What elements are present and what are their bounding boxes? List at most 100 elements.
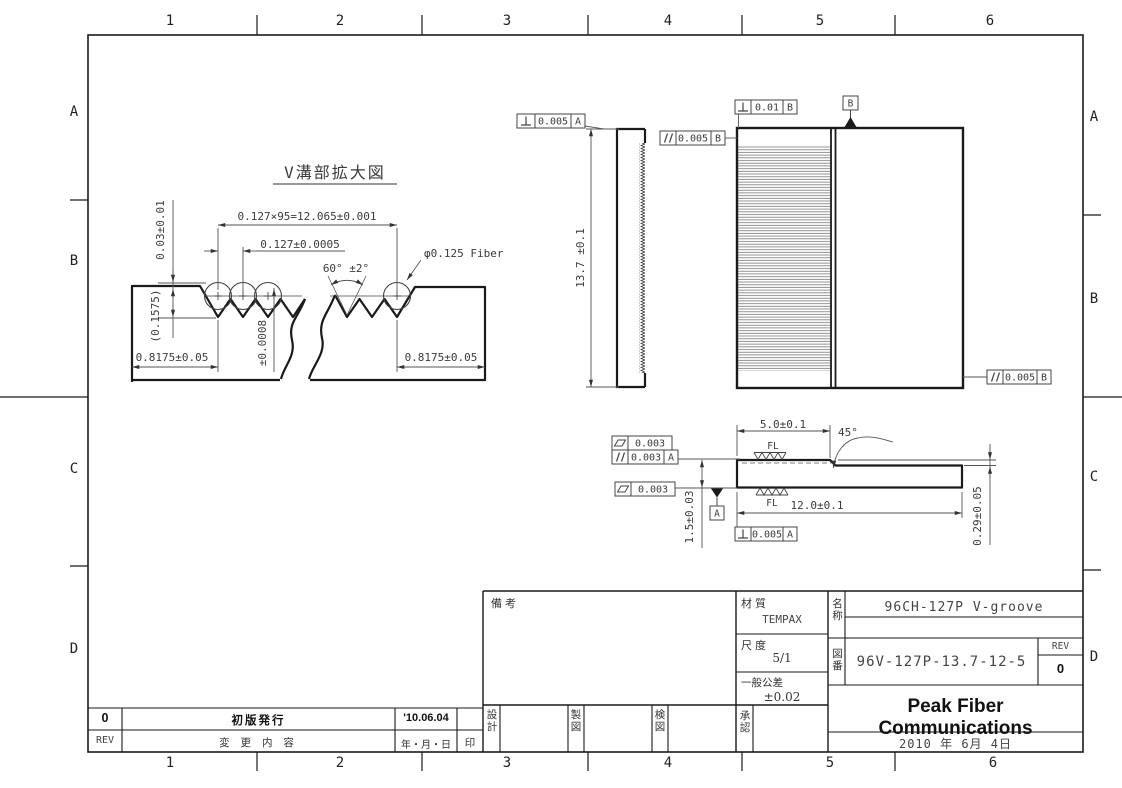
drawing-no-value: 96V-127P-13.7-12-5 (856, 654, 1027, 670)
datum-triangle-icon (711, 488, 723, 498)
zone-col-5-top: 5 (815, 13, 825, 29)
fcf-value: 0.005 (538, 117, 568, 128)
zone-col-6-top: 6 (985, 13, 995, 29)
dim-chamfer-angle: 45° (838, 426, 858, 439)
surface-finish-top: FL (753, 441, 787, 461)
zone-row-d-right: D (1089, 649, 1099, 665)
groove-serration (639, 143, 645, 373)
dim-groove-pitch: 0.127±0.0005 (260, 238, 339, 251)
fcf-perpendicularity-plan: 0.01 B (734, 99, 798, 128)
fcf-value: 0.003 (638, 485, 668, 496)
zone-col-6-bottom: 6 (988, 755, 998, 771)
zone-col-1-bottom: 1 (165, 755, 175, 771)
revision-header-stamp: 印 (464, 737, 476, 749)
datum-flag-b: B (842, 95, 859, 128)
parallel-icon (615, 452, 626, 462)
fcf-value: 0.005 (1005, 373, 1035, 384)
rev-label: REV (1051, 641, 1070, 652)
material-value: TEMPAX (762, 613, 802, 626)
fcf-datum: A (575, 117, 581, 128)
remarks-label: 備 考 (491, 598, 517, 610)
sheet-frame (0, 15, 1122, 771)
zone-row-b-right: B (1089, 291, 1099, 307)
fcf-value: 0.01 (755, 103, 779, 114)
fcf-parallelism-plan-left: 0.005 B (659, 130, 737, 146)
drawing-no-label: 図番 (832, 648, 843, 672)
dim-protrusion: 0.03±0.01 (154, 200, 167, 260)
dim-groove-angle: 60° ±2° (323, 262, 369, 275)
zone-col-4-top: 4 (663, 13, 673, 29)
dim-side-thickness: 1.5±0.03 (683, 491, 696, 544)
detail-title: V溝部拡大図 (284, 163, 386, 182)
name-label: 名称 (832, 598, 843, 622)
fcf-perpendicularity-end: 0.005 A (516, 113, 586, 129)
zone-col-1-top: 1 (165, 13, 175, 29)
fcf-parallelism-plan-right: 0.005 B (963, 369, 1052, 385)
detail-dimension-lines (132, 200, 485, 372)
dim-depth-ref: (0.1575) (149, 290, 162, 343)
side-view: FL FL 0.003 0.003 A (611, 418, 996, 548)
flatness-icon (616, 485, 630, 493)
datum-flag-a: A (709, 488, 725, 521)
perpendicular-icon (738, 529, 748, 539)
issue-date: 2010 年 6月 4日 (898, 737, 1013, 751)
rev-value: 0 (1056, 661, 1065, 676)
fcf-datum: B (1041, 373, 1047, 384)
dim-side-length: 12.0±0.1 (791, 499, 844, 512)
finish-label: FL (767, 441, 779, 452)
zone-col-4-bottom: 4 (663, 755, 673, 771)
dim-end-height: 13.7 ±0.1 (574, 228, 587, 288)
fcf-flatness-top: 0.003 (611, 435, 673, 451)
fcf-datum: A (787, 530, 793, 541)
fiber-callout: φ0.125 Fiber (424, 247, 504, 260)
material-label: 材 質 (741, 598, 767, 610)
design-label: 設計 (486, 709, 498, 733)
end-view: 13.7 ±0.1 0.005 A (516, 113, 647, 389)
title-block-grid (88, 590, 1083, 752)
fcf-value: 0.005 (752, 530, 782, 541)
fcf-datum: B (787, 103, 793, 114)
finish-label: FL (766, 498, 778, 509)
fcf-parallelism-side: 0.003 A (611, 449, 679, 465)
revision-header-date: 年・月・日 (401, 740, 451, 751)
fcf-value: 0.005 (678, 134, 708, 145)
side-profile (735, 458, 964, 489)
fcf-value: 0.003 (631, 453, 661, 464)
revision-header-description: 変 更 内 容 (219, 737, 298, 749)
datum-letter: B (848, 99, 854, 110)
zone-row-a-right: A (1089, 109, 1099, 125)
scale-value: 5/1 (772, 651, 792, 665)
dim-depth-tol: ±0.0008 (256, 320, 269, 366)
datum-triangle-icon (844, 117, 857, 128)
parallel-icon (663, 133, 674, 143)
revision-number: 0 (101, 711, 109, 725)
datum-letter: A (714, 509, 720, 520)
perpendicular-icon (521, 116, 531, 126)
zone-col-3-top: 3 (502, 13, 512, 29)
revision-description: 初版発行 (231, 715, 286, 727)
zone-row-d-left: D (69, 641, 79, 657)
detail-profile (130, 284, 487, 382)
zone-row-c-left: C (69, 461, 79, 477)
draft-label: 製図 (570, 709, 582, 733)
fcf-perpendicularity-side: 0.005 A (734, 526, 798, 542)
general-tolerance-label: 一般公差 (741, 677, 783, 689)
dim-edge-left: 0.8175±0.05 (136, 351, 209, 364)
zone-row-a-left: A (69, 104, 79, 120)
general-tolerance-value: ±0.02 (763, 690, 801, 704)
plan-view: 0.01 B 0.005 B 0.005 B (659, 95, 1052, 390)
surface-finish-bottom: FL (755, 487, 789, 509)
zone-row-b-left: B (69, 253, 79, 269)
fcf-datum: B (715, 134, 721, 145)
fcf-flatness-left: 0.003 (614, 481, 676, 497)
revision-header-rev: REV (95, 735, 115, 746)
zone-row-c-right: C (1089, 469, 1099, 485)
side-dimension-lines (675, 425, 996, 548)
dim-edge-right: 0.8175±0.05 (405, 351, 478, 364)
part-name-value: 96CH-127P V-groove (884, 600, 1044, 615)
dim-groove-total: 0.127×95=12.065±0.001 (237, 210, 376, 223)
perpendicular-icon (738, 102, 748, 112)
check-label: 検図 (654, 709, 666, 733)
